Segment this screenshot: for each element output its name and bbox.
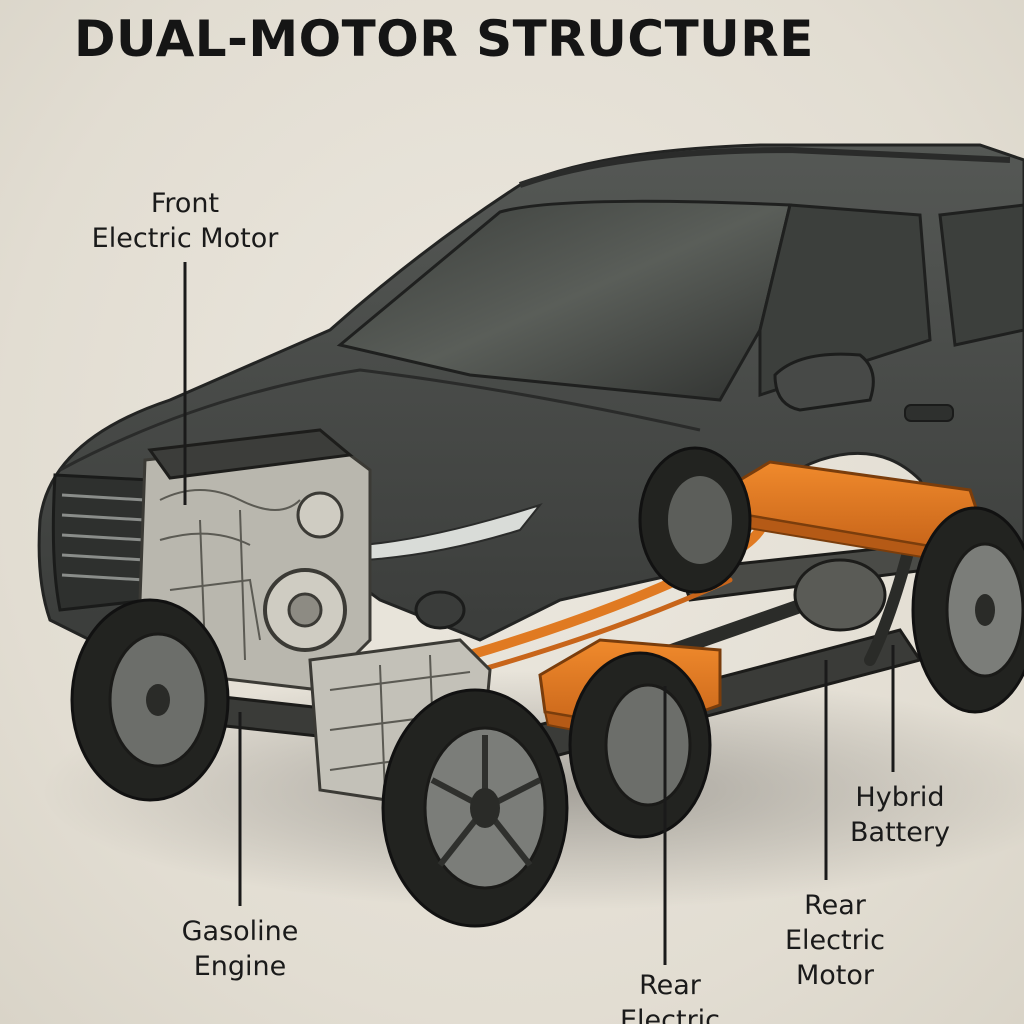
label-battery-line2: Battery [850,817,950,848]
label-rear-lower-line1: Rear [639,970,701,1001]
label-rear-lower-line2: Electric [619,1005,721,1024]
label-gas-line1: Gasoline [181,916,299,947]
label-rear-electric-motor: Rear Electric Motor [760,888,910,993]
label-front-electric-motor: Front Electric Motor [70,186,300,256]
label-front-line1: Front [150,188,220,219]
wheel-rear-left [638,446,752,594]
wheel-middle-rear [568,651,712,839]
label-rear-line3: Motor [795,960,875,991]
label-front-line2: Electric Motor [91,223,279,254]
wheel-rear-right [911,506,1024,714]
label-rear-line2: Electric [784,925,886,956]
label-rear-line1: Rear [804,890,866,921]
label-hybrid-battery: Hybrid Battery [830,780,970,850]
leader-lines [183,262,895,965]
label-battery-line1: Hybrid [855,782,945,813]
wheel-front-left [70,598,230,802]
label-gas-line2: Engine [193,951,287,982]
page-title: DUAL-MOTOR STRUCTURE [74,10,814,68]
label-gasoline-engine: Gasoline Engine [150,914,330,984]
wheel-front-right [381,688,569,928]
label-rear-electric-lower: Rear Electric [580,968,760,1024]
